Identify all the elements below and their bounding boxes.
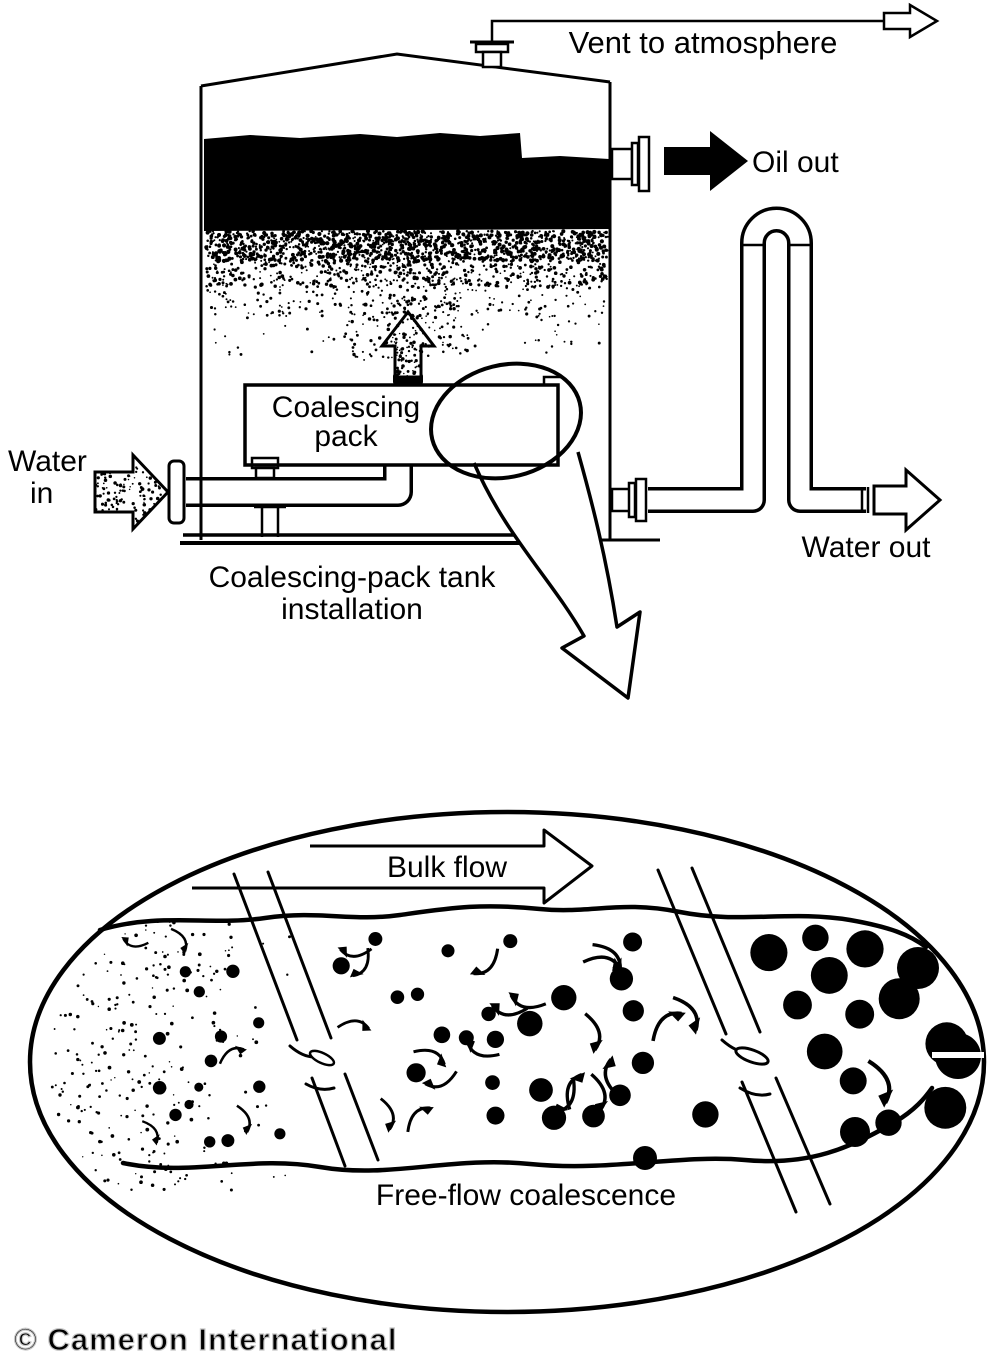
squeezed-droplet [308, 1049, 336, 1067]
bulk-flow-arrow-icon [192, 828, 594, 905]
coalescing-pack: Coalescing pack [243, 373, 561, 467]
water-out-arrow-icon [872, 466, 943, 534]
pipe-bore [186, 464, 410, 504]
water-in-piping [167, 456, 413, 537]
pipe-bore [648, 210, 866, 510]
plate-gap-lip [304, 1082, 336, 1091]
plate-line [774, 1076, 832, 1206]
pack-label-line1: Coalescing [272, 391, 420, 424]
caption-line1: Coalescing-pack tank [209, 561, 497, 594]
water-in-label-line2: in [30, 477, 53, 510]
caption-line2: installation [281, 593, 423, 626]
detail-caption: Free-flow coalescence [376, 1179, 676, 1212]
oil-nozzle-flange [630, 141, 640, 187]
vent-arrow-icon [882, 2, 940, 40]
squeezed-droplet [734, 1046, 770, 1066]
plate-line [343, 1072, 380, 1162]
plate-line [740, 1080, 798, 1214]
plate-line [690, 866, 762, 1034]
water-in-arrow-stipple [94, 466, 162, 524]
outlet-stub [610, 487, 632, 513]
water-out-piping [610, 206, 870, 523]
water-in-label-line1: Water [8, 445, 87, 478]
flow-boundary-top [97, 904, 929, 950]
outlet-flange [634, 477, 648, 523]
oil-out-arrow-icon [664, 147, 710, 175]
rising-oil-stipple [384, 312, 427, 377]
bulk-flow-label: Bulk flow [387, 851, 507, 884]
tank-roof [200, 52, 611, 88]
vent-line [490, 19, 884, 42]
oil-out-label: Oil out [752, 146, 839, 179]
plate-line [232, 872, 299, 1042]
plate-line [310, 1076, 347, 1168]
vent-stem [481, 50, 503, 69]
outlet-flange [627, 481, 637, 519]
plate-line [266, 870, 333, 1040]
water-in-arrow-icon [93, 451, 171, 533]
vent-assembly [470, 2, 940, 69]
plate-line [656, 868, 728, 1036]
pack-lip [542, 375, 561, 385]
water-out-label: Water out [802, 531, 932, 564]
oil-out-arrow-icon [710, 131, 748, 191]
magnifier-tail-arrow-icon [472, 451, 642, 700]
oil-out-assembly [610, 131, 748, 193]
vent-label: Vent to atmosphere [569, 25, 838, 60]
watermark: © Cameron International [14, 1322, 397, 1357]
pack-label-line2: pack [314, 420, 378, 453]
rising-oil-arrow-icon [378, 309, 438, 379]
flow-boundary-bottom [120, 1085, 935, 1173]
plate-gap-lip [738, 1086, 772, 1097]
free-flow-detail: Bulk flow Free-flow coalescence [27, 809, 987, 1315]
oil-droplets [152, 924, 984, 1170]
pack-support-fitting [254, 466, 276, 480]
oil-layer [204, 133, 609, 231]
tank-installation: Coalescing pack Vent to atmosphere Oil o… [8, 2, 943, 700]
dispersion-stipple [204, 229, 609, 361]
detail-ellipse-outline [27, 809, 987, 1315]
oil-nozzle-stub [610, 147, 634, 181]
fine-mist-stipple [50, 918, 291, 1192]
droplet-motion-arrows [121, 927, 894, 1146]
oil-nozzle-flange [637, 135, 651, 193]
inlet-flange [167, 459, 186, 525]
magnifier-loop-icon [429, 361, 583, 481]
